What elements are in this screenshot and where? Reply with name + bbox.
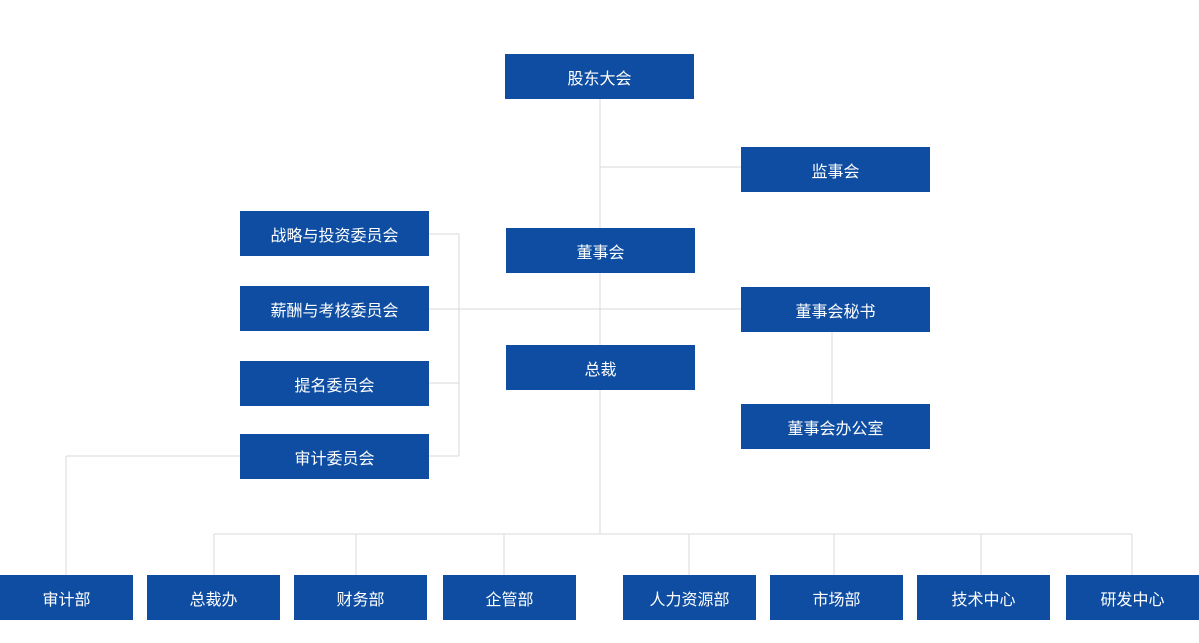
node-dept-finance: 财务部 (294, 575, 427, 620)
node-dept-marketing: 市场部 (770, 575, 903, 620)
node-president: 总裁 (506, 345, 695, 390)
node-board-office: 董事会办公室 (741, 404, 930, 449)
node-dept-technology-center: 技术中心 (917, 575, 1050, 620)
node-board-of-directors: 董事会 (506, 228, 695, 273)
node-supervisory-board: 监事会 (741, 147, 930, 192)
node-board-secretary: 董事会秘书 (741, 287, 930, 332)
node-dept-president-office: 总裁办 (147, 575, 280, 620)
node-nomination-committee: 提名委员会 (240, 361, 429, 406)
node-dept-rnd-center: 研发中心 (1066, 575, 1199, 620)
node-compensation-appraisal-committee: 薪酬与考核委员会 (240, 286, 429, 331)
node-strategy-investment-committee: 战略与投资委员会 (240, 211, 429, 256)
node-audit-committee: 审计委员会 (240, 434, 429, 479)
node-shareholders-meeting: 股东大会 (505, 54, 694, 99)
node-dept-enterprise-management: 企管部 (443, 575, 576, 620)
node-dept-audit: 审计部 (0, 575, 133, 620)
node-dept-human-resources: 人力资源部 (623, 575, 756, 620)
